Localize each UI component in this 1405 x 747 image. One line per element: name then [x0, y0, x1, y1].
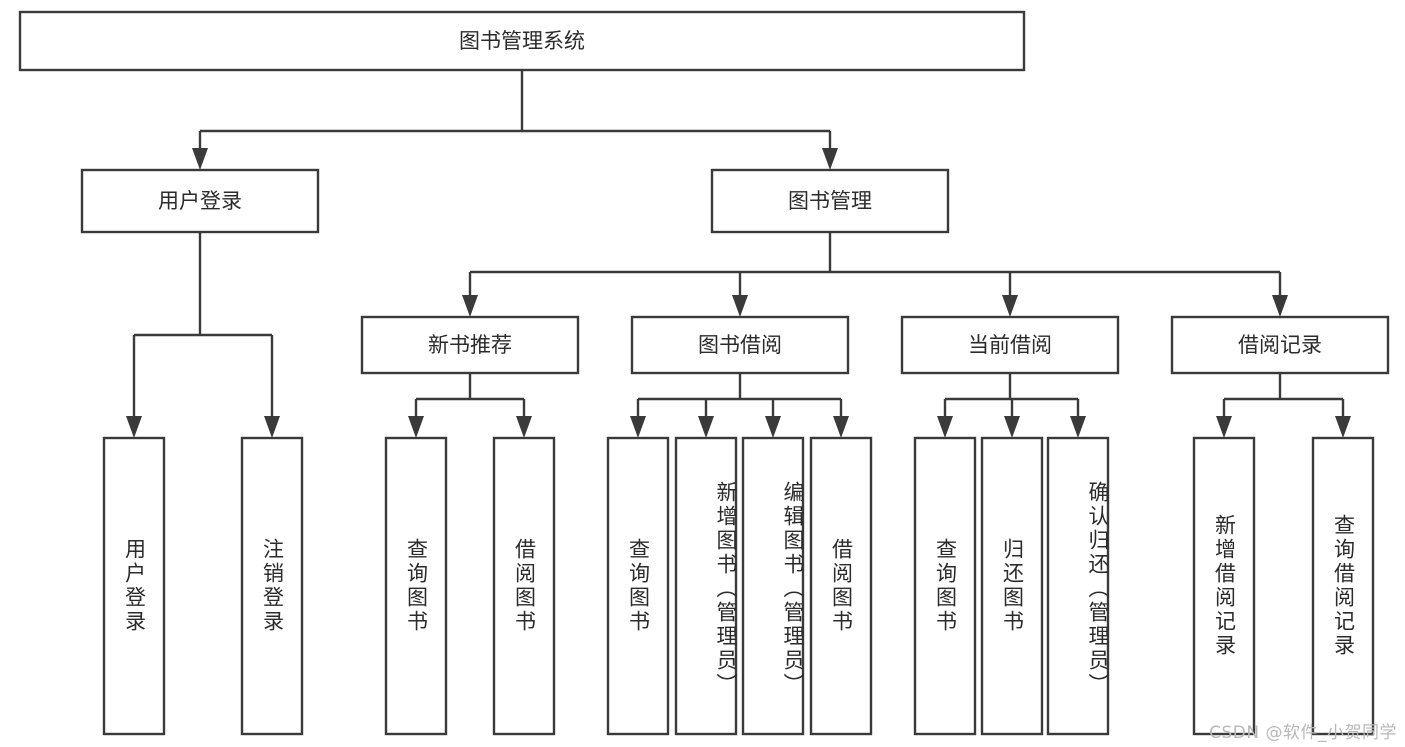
node-leaf-logout[interactable] [240, 436, 304, 736]
node-leaf-user-login[interactable] [102, 436, 166, 736]
arrow-to-borrow-record [1272, 295, 1288, 317]
node-leaf-query-book-bb[interactable] [606, 436, 670, 736]
arrow-to-current-borrow [1002, 295, 1018, 317]
node-book-manage[interactable] [710, 168, 950, 234]
arrow-leaf-user-login-2 [264, 416, 280, 438]
node-leaf-borrow-book-bb[interactable] [809, 436, 873, 736]
csdn-watermark: CSDN @软件_小贺同学 [1209, 723, 1397, 743]
node-root-label: 图书管理系统 [459, 29, 585, 53]
arrow-to-book-borrow [732, 295, 748, 317]
node-leaf-add-borrow-record[interactable] [1192, 436, 1256, 736]
arrow-leaf-borrow-record-1 [1216, 416, 1232, 438]
node-current-borrow[interactable] [900, 315, 1120, 375]
arrow-leaf-current-borrow-3 [1070, 416, 1086, 438]
arrow-to-new-book [462, 295, 478, 317]
arrow-leaf-book-borrow-2 [698, 416, 714, 438]
node-current-borrow-label: 当前借阅 [968, 333, 1052, 357]
arrow-to-user-login [192, 148, 208, 170]
node-book-borrow-label: 图书借阅 [698, 333, 782, 357]
arrow-leaf-current-borrow-2 [1004, 416, 1020, 438]
arrow-to-book-manage [822, 148, 838, 170]
node-user-login-label: 用户登录 [158, 189, 242, 213]
node-user-login[interactable] [80, 168, 320, 234]
arrow-leaf-user-login-1 [126, 416, 142, 438]
node-leaf-return-book[interactable] [980, 436, 1044, 736]
node-book-manage-label: 图书管理 [788, 189, 872, 213]
arrow-leaf-current-borrow-1 [937, 416, 953, 438]
node-new-book-recommend-label: 新书推荐 [428, 333, 512, 357]
arrow-leaf-new-book-1 [408, 416, 424, 438]
node-leaf-add-book-admin[interactable] [674, 436, 738, 736]
node-leaf-borrow-book-nb[interactable] [492, 436, 556, 736]
node-borrow-record[interactable] [1170, 315, 1390, 375]
edges-group [126, 70, 1351, 438]
arrow-leaf-book-borrow-1 [630, 416, 646, 438]
arrow-leaf-new-book-2 [516, 416, 532, 438]
node-leaf-query-book-nb[interactable] [384, 436, 448, 736]
node-leaf-query-borrow-record[interactable] [1311, 436, 1375, 736]
node-book-borrow[interactable] [630, 315, 850, 375]
node-new-book-recommend[interactable] [360, 315, 580, 375]
arrow-leaf-book-borrow-3 [765, 416, 781, 438]
node-leaf-query-book-cb[interactable] [913, 436, 977, 736]
node-root[interactable] [18, 10, 1026, 72]
node-leaf-edit-book-admin[interactable] [741, 436, 805, 736]
arrow-leaf-borrow-record-2 [1335, 416, 1351, 438]
nodes-group: 图书管理系统 用户登录 图书管理 新书推荐 图书借阅 当前借阅 借阅记录 [18, 10, 1390, 736]
node-leaf-confirm-return-admin[interactable] [1046, 436, 1110, 736]
node-borrow-record-label: 借阅记录 [1238, 333, 1322, 357]
arrow-leaf-book-borrow-4 [833, 416, 849, 438]
